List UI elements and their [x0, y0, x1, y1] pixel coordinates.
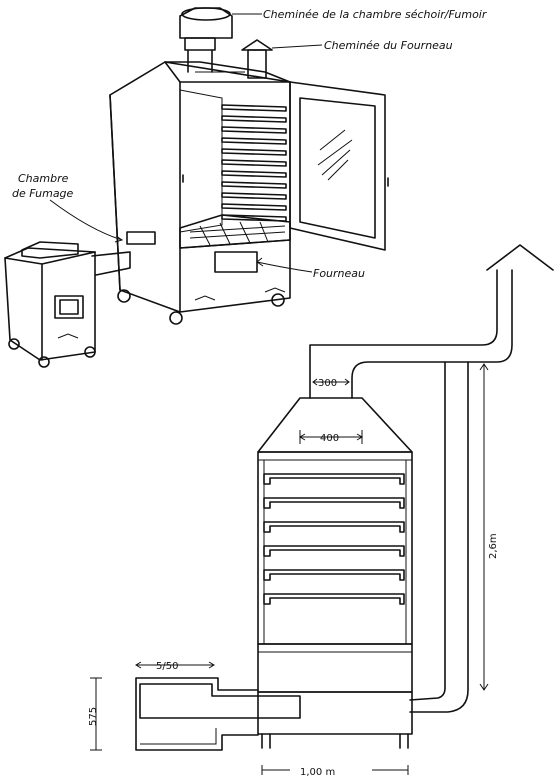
upper-shelf — [221, 170, 287, 178]
lower-shelf — [263, 497, 405, 509]
upper-shelf — [221, 126, 287, 134]
dim-hood-width: 400 — [320, 433, 339, 444]
furnace-opening — [214, 251, 258, 273]
lower-shelf — [263, 545, 405, 557]
lower-shelf — [263, 593, 405, 605]
furnace-chimney — [241, 39, 273, 79]
chimney-cap — [486, 244, 554, 271]
upper-shelf — [221, 181, 287, 189]
label-chimney-furnace: Cheminée du Fourneau — [324, 39, 453, 52]
wheel — [169, 311, 183, 325]
label-furnace: Fourneau — [313, 267, 365, 280]
dim-duct-width: 300 — [318, 378, 337, 389]
cabinet — [257, 451, 413, 645]
upper-shelf — [221, 137, 287, 145]
wheel — [271, 293, 285, 307]
external-furnace — [135, 677, 259, 751]
dim-furnace-height: 575 — [88, 707, 99, 726]
lower-shelf — [263, 473, 405, 485]
upper-shelf — [221, 192, 287, 200]
upper-shelf — [221, 203, 287, 211]
side-vent — [126, 231, 156, 245]
upper-shelves — [221, 104, 287, 222]
wheel — [117, 289, 131, 303]
label-smoking-chamber-2: de Fumage — [12, 187, 74, 200]
perspective-smokehouse — [109, 7, 389, 325]
grate — [189, 221, 286, 246]
lower-shelves — [263, 473, 405, 605]
label-chimney-chamber: Cheminée de la chambre séchoir/Fumoir — [263, 8, 488, 21]
smoking-chamber-unit — [4, 241, 131, 368]
upper-shelf — [221, 148, 287, 156]
dim-furnace-length: 5/50 — [156, 661, 178, 672]
open-door — [289, 81, 389, 251]
label-smoking-chamber-1: Chambre — [18, 172, 69, 185]
lower-shelf — [263, 569, 405, 581]
technical-drawing: 300 400 2,6m 5/50 575 1,00 m — [88, 244, 554, 778]
leader-lines — [49, 13, 323, 273]
upper-shelf — [221, 115, 287, 123]
lower-shelf — [263, 521, 405, 533]
main-chimney — [179, 7, 233, 73]
dim-height: 2,6m — [488, 533, 499, 559]
dim-base-width: 1,00 m — [300, 767, 335, 778]
upper-shelf — [221, 159, 287, 167]
upper-shelf — [221, 104, 287, 112]
